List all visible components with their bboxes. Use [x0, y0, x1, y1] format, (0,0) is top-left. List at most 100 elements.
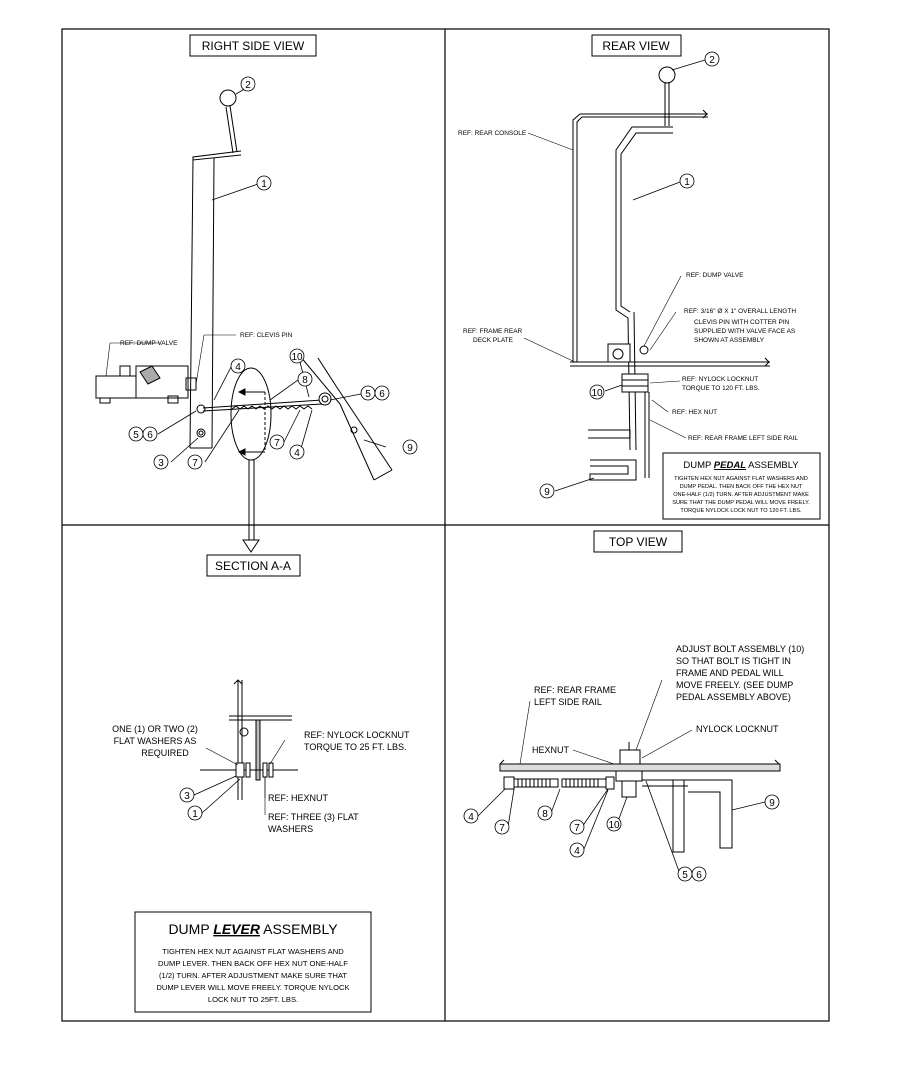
svg-text:REF: THREE (3) FLAT: REF: THREE (3) FLAT — [268, 812, 359, 822]
svg-text:8: 8 — [302, 375, 308, 386]
section-bubble-labels: 3 1 — [184, 791, 198, 820]
section-ref-labels: ONE (1) OR TWO (2) FLAT WASHERS AS REQUI… — [112, 724, 410, 834]
svg-text:4: 4 — [574, 846, 580, 857]
svg-text:7: 7 — [274, 438, 280, 449]
svg-text:1: 1 — [192, 809, 198, 820]
svg-text:ONE (1) OR TWO (2): ONE (1) OR TWO (2) — [112, 724, 198, 734]
sheet-frame — [61, 28, 830, 1022]
svg-text:4: 4 — [294, 448, 300, 459]
svg-text:REF: REAR FRAME LEFT SIDE RAIL: REF: REAR FRAME LEFT SIDE RAIL — [688, 435, 798, 442]
top-view-bubble-labels: 9 4 7 8 7 10 4 5 6 — [468, 798, 775, 881]
svg-text:CLEVIS PIN WITH COTTER PIN: CLEVIS PIN WITH COTTER PIN — [694, 319, 790, 326]
right-ref-dump-valve: REF: DUMP VALVE — [120, 340, 178, 347]
svg-text:DUMP PEDAL. THEN BACK OFF THE: DUMP PEDAL. THEN BACK OFF THE HEX NUT — [680, 484, 803, 490]
svg-text:2: 2 — [245, 80, 251, 91]
top-view-panel: TOP VIEW — [463, 530, 804, 882]
svg-text:ONE-HALF (1/2) TURN. AFTER ADJ: ONE-HALF (1/2) TURN. AFTER ADJUSTMENT MA… — [673, 492, 809, 498]
svg-text:1: 1 — [684, 177, 690, 188]
svg-text:REF: REAR FRAME: REF: REAR FRAME — [534, 685, 616, 695]
svg-text:FRAME AND PEDAL WILL: FRAME AND PEDAL WILL — [676, 668, 784, 678]
svg-text:LOCK NUT TO 25FT. LBS.: LOCK NUT TO 25FT. LBS. — [208, 995, 298, 1004]
svg-text:WASHERS: WASHERS — [268, 824, 313, 834]
rear-view-title: REAR VIEW — [591, 34, 682, 57]
rear-view-ref-labels: REF: REAR CONSOLE REF: DUMP VALVE REF: 3… — [458, 130, 798, 442]
svg-text:8: 8 — [542, 809, 548, 820]
svg-text:4: 4 — [235, 362, 241, 373]
svg-text:REF: 3/16" Ø X 1" OVERALL LENG: REF: 3/16" Ø X 1" OVERALL LENGTH — [684, 308, 796, 315]
section-a-a-panel: SECTION A-A ONE (1) OR TWO (2) — [112, 554, 410, 1013]
top-view-title: TOP VIEW — [593, 530, 683, 553]
svg-text:2: 2 — [709, 55, 715, 66]
svg-text:NYLOCK LOCKNUT: NYLOCK LOCKNUT — [696, 724, 779, 734]
svg-text:DECK PLATE: DECK PLATE — [473, 337, 514, 344]
svg-text:TOP VIEW: TOP VIEW — [609, 535, 668, 549]
right-side-bubbles — [128, 76, 418, 470]
svg-text:MOVE FREELY. (SEE DUMP: MOVE FREELY. (SEE DUMP — [676, 680, 793, 690]
svg-text:TIGHTEN HEX NUT AGAINST FLAT W: TIGHTEN HEX NUT AGAINST FLAT WASHERS AND — [674, 476, 808, 482]
svg-text:10: 10 — [591, 388, 603, 399]
rear-view-bubbles — [539, 51, 720, 499]
svg-text:10: 10 — [291, 352, 303, 363]
svg-text:TORQUE TO 25 FT. LBS.: TORQUE TO 25 FT. LBS. — [304, 742, 407, 752]
right-side-view-title: RIGHT SIDE VIEW — [189, 34, 317, 57]
svg-text:4: 4 — [468, 812, 474, 823]
svg-text:7: 7 — [499, 823, 505, 834]
svg-text:REF: HEXNUT: REF: HEXNUT — [268, 793, 329, 803]
svg-text:9: 9 — [407, 443, 413, 454]
section-a-a-title: SECTION A-A — [206, 554, 301, 577]
svg-text:TORQUE TO 120 FT. LBS.: TORQUE TO 120 FT. LBS. — [682, 385, 760, 392]
svg-text:SO THAT BOLT IS TIGHT IN: SO THAT BOLT IS TIGHT IN — [676, 656, 791, 666]
svg-text:REF: HEX NUT: REF: HEX NUT — [672, 409, 717, 416]
svg-text:REF: DUMP VALVE: REF: DUMP VALVE — [686, 272, 744, 279]
svg-text:7: 7 — [192, 458, 198, 469]
svg-text:3: 3 — [184, 791, 190, 802]
svg-text:REQUIRED: REQUIRED — [141, 748, 189, 758]
svg-text:REF: NYLOCK LOCKNUT: REF: NYLOCK LOCKNUT — [304, 730, 410, 740]
svg-text:PEDAL ASSEMBLY ABOVE): PEDAL ASSEMBLY ABOVE) — [676, 692, 791, 702]
rear-view-bubble-labels: 2 1 10 9 — [544, 55, 715, 498]
right-side-refs — [105, 334, 236, 385]
svg-text:3: 3 — [158, 458, 164, 469]
section-refs — [205, 739, 286, 815]
svg-text:SHOWN AT ASSEMBLY: SHOWN AT ASSEMBLY — [694, 337, 765, 344]
dump-pedal-drawing — [570, 66, 770, 481]
svg-text:9: 9 — [544, 487, 550, 498]
svg-text:SUPPLIED WITH VALVE FACE AS: SUPPLIED WITH VALVE FACE AS — [694, 328, 796, 335]
section-a-a-drawing — [200, 679, 298, 800]
svg-text:LEFT SIDE RAIL: LEFT SIDE RAIL — [534, 697, 602, 707]
svg-text:ADJUST BOLT ASSEMBLY (10): ADJUST BOLT ASSEMBLY (10) — [676, 644, 804, 654]
dump-lever-drawing — [95, 89, 393, 553]
svg-text:7: 7 — [574, 823, 580, 834]
svg-text:6: 6 — [696, 870, 702, 881]
svg-text:SURE THAT THE DUMP PEDAL WILL: SURE THAT THE DUMP PEDAL WILL MOVE FREEL… — [672, 500, 810, 506]
rear-view-refs — [523, 132, 687, 439]
top-view-drawing — [499, 742, 781, 853]
svg-text:6: 6 — [379, 389, 385, 400]
svg-text:(1/2) TURN. AFTER ADJUSTMENT M: (1/2) TURN. AFTER ADJUSTMENT MAKE SURE T… — [159, 971, 347, 980]
svg-text:RIGHT SIDE VIEW: RIGHT SIDE VIEW — [202, 39, 305, 53]
svg-text:1: 1 — [261, 179, 267, 190]
svg-text:TORQUE NYLOCK LOCK NUT TO 120: TORQUE NYLOCK LOCK NUT TO 120 FT. LBS. — [680, 508, 802, 514]
svg-text:REAR VIEW: REAR VIEW — [602, 39, 670, 53]
right-side-view-panel: RIGHT SIDE VIEW — [95, 34, 418, 553]
section-bubbles — [179, 775, 241, 821]
svg-text:5: 5 — [133, 430, 139, 441]
dump-lever-note: DUMP LEVER ASSEMBLY TIGHTEN HEX NUT AGAI… — [134, 911, 372, 1013]
svg-text:6: 6 — [147, 430, 153, 441]
right-ref-clevis-pin: REF: CLEVIS PIN — [240, 332, 293, 339]
svg-text:REF: FRAME REAR: REF: FRAME REAR — [463, 328, 523, 335]
top-view-bubbles — [463, 780, 780, 882]
svg-text:DUMP LEVER ASSEMBLY: DUMP LEVER ASSEMBLY — [168, 921, 338, 937]
svg-text:5: 5 — [682, 870, 688, 881]
svg-text:5: 5 — [365, 389, 371, 400]
svg-text:HEXNUT: HEXNUT — [532, 745, 570, 755]
top-view-refs — [519, 679, 693, 765]
svg-text:DUMP PEDAL ASSEMBLY: DUMP PEDAL ASSEMBLY — [683, 460, 799, 471]
svg-text:REF: REAR CONSOLE: REF: REAR CONSOLE — [458, 130, 527, 137]
svg-text:TIGHTEN HEX NUT AGAINST FLAT W: TIGHTEN HEX NUT AGAINST FLAT WASHERS AND — [162, 947, 344, 956]
svg-text:FLAT WASHERS AS: FLAT WASHERS AS — [114, 736, 197, 746]
rear-view-panel: REAR VIEW — [458, 34, 821, 520]
top-view-ref-labels: ADJUST BOLT ASSEMBLY (10) SO THAT BOLT I… — [532, 644, 804, 755]
svg-text:9: 9 — [769, 798, 775, 809]
